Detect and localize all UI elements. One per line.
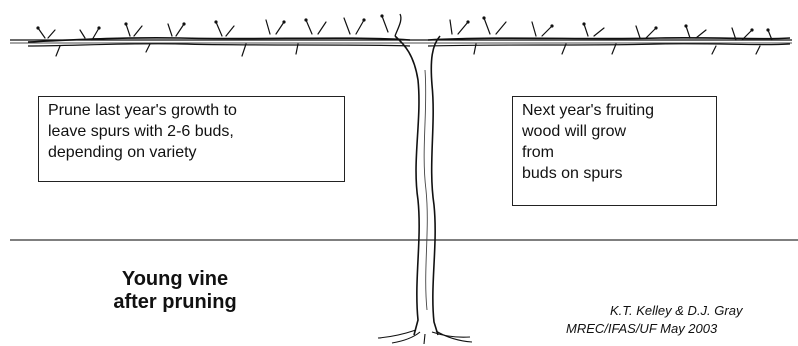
- right-callout-line-4: buds on spurs: [522, 165, 623, 182]
- spurs: [37, 15, 773, 57]
- diagram-title-line-2: after pruning: [113, 291, 237, 313]
- left-cordon-lower: [27, 43, 411, 47]
- vine-trunk-right-edge: [430, 35, 441, 336]
- right-callout-line-3: from: [522, 144, 554, 161]
- diagram-title-line-1: Young vine: [121, 268, 229, 290]
- left-callout-line-1: Prune last year's growth to: [48, 102, 237, 119]
- author-credit-affiliation: MREC/IFAS/UF May 2003: [566, 321, 718, 336]
- right-callout-line-1: Next year's fruiting: [522, 102, 654, 119]
- vine-roots: [377, 329, 473, 345]
- diagram-title: Young vine after pruning: [100, 268, 250, 314]
- left-cordon: [27, 37, 411, 43]
- right-cordon: [427, 36, 791, 41]
- left-callout-line-2: leave spurs with 2-6 buds,: [48, 123, 234, 140]
- right-callout-line-2: wood will grow: [522, 123, 627, 140]
- vine-trunk-texture: [423, 69, 428, 311]
- left-callout-line-3: depending on variety: [48, 144, 197, 161]
- author-credit-names: K.T. Kelley & D.J. Gray: [610, 303, 743, 318]
- right-callout-box: Next year's fruiting wood will grow from…: [512, 96, 717, 206]
- buds: [36, 14, 770, 32]
- right-cordon-lower: [427, 43, 791, 47]
- author-credit: K.T. Kelley & D.J. Gray MREC/IFAS/UF May…: [566, 302, 798, 338]
- vine-trunk-left-edge: [394, 35, 420, 336]
- left-callout-box: Prune last year's growth to leave spurs …: [38, 96, 345, 182]
- trunk-fork: [394, 13, 402, 37]
